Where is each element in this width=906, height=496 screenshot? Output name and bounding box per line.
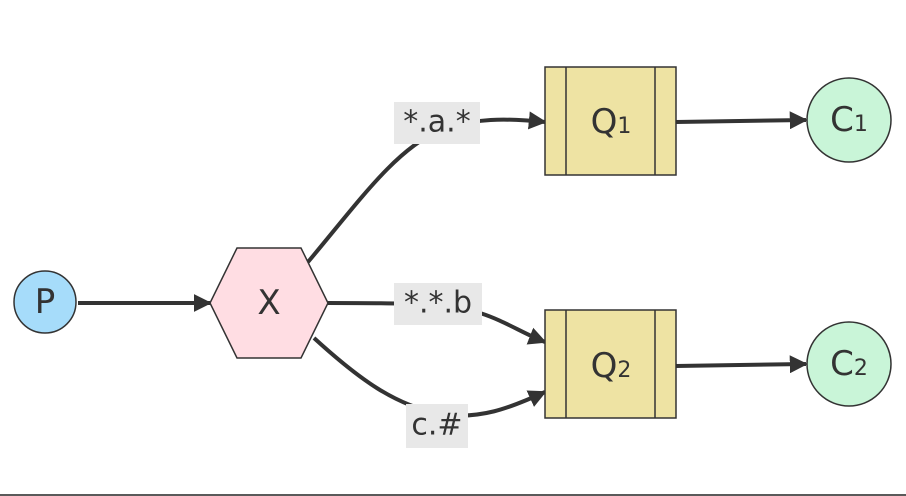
consumer-2-label: C: [830, 344, 854, 384]
edge-label-c: c.#: [406, 404, 468, 448]
consumer-1-node: C1: [806, 77, 892, 163]
edge-label-b: *.*.b: [394, 283, 482, 325]
edge-label-b-text: *.*.b: [404, 286, 472, 321]
bottom-border: [0, 494, 906, 496]
svg-text:C2: C2: [830, 344, 868, 384]
producer-node: P: [13, 270, 77, 334]
exchange-node: X: [209, 247, 329, 359]
consumer-1-subscript: 1: [854, 112, 868, 137]
edge-label-c-text: c.#: [411, 408, 462, 443]
edge-q2-to-c2: [675, 355, 808, 374]
queue-1-label: Q: [591, 102, 618, 142]
queue-2-subscript: 2: [617, 358, 631, 383]
edge-label-a: *.a.*: [394, 102, 480, 144]
svg-text:Q1: Q1: [591, 102, 632, 142]
edge-x-to-q2-c: [312, 336, 547, 418]
consumer-2-node: C2: [806, 321, 892, 407]
producer-label: P: [35, 282, 56, 322]
queue-2-node: Q2: [544, 309, 677, 419]
queue-2-label: Q: [591, 346, 618, 386]
consumer-1-label: C: [830, 100, 854, 140]
edge-label-a-text: *.a.*: [403, 105, 470, 140]
exchange-label: X: [257, 283, 280, 323]
queue-1-node: Q1: [544, 66, 677, 176]
svg-text:Q2: Q2: [591, 346, 632, 386]
consumer-2-subscript: 2: [854, 356, 868, 381]
svg-text:C1: C1: [830, 100, 868, 140]
queue-1-subscript: 1: [617, 114, 631, 139]
edge-q1-to-c1: [675, 111, 808, 130]
